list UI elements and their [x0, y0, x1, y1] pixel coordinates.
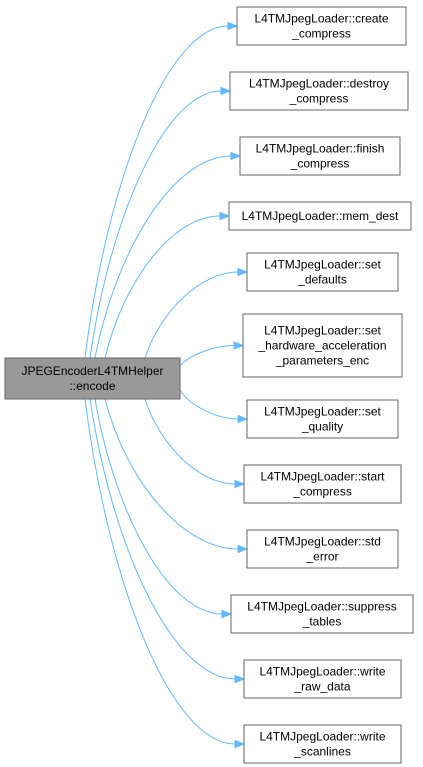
call-nodes: JPEGEncoderL4TMHelper::encodeL4TMJpegLoa…: [4, 6, 414, 764]
call-edge-5: [179, 341, 245, 367]
target-node-8[interactable]: L4TMJpegLoader::std_error: [246, 529, 399, 569]
target-node-5[interactable]: L4TMJpegLoader::set_hardware_acceleratio…: [242, 313, 403, 378]
arrowhead-icon: [233, 341, 245, 350]
target-node-7-label-line-0: L4TMJpegLoader::start: [260, 470, 385, 484]
target-node-10[interactable]: L4TMJpegLoader::write_raw_data: [243, 659, 402, 699]
call-edge-line-9: [94, 398, 223, 615]
target-node-10-label-line-1: _raw_data: [293, 680, 350, 694]
call-edge-line-2: [94, 155, 232, 359]
target-node-1-box: [229, 71, 409, 111]
call-edge-line-5: [179, 345, 235, 367]
call-edge-line-4: [144, 271, 239, 359]
call-edge-6: [179, 389, 249, 424]
call-edge-line-0: [84, 25, 229, 359]
arrowhead-icon: [221, 609, 233, 619]
target-node-0-box: [236, 6, 407, 46]
target-node-5-box: [242, 313, 403, 378]
call-edge-3: [104, 211, 231, 359]
target-node-11-label-line-0: L4TMJpegLoader::write: [259, 730, 385, 744]
target-node-4-label-line-1: _defaults: [297, 273, 347, 287]
target-node-2-label-line-1: _compress: [290, 157, 350, 171]
call-edge-line-3: [104, 215, 221, 359]
target-node-9-box: [230, 594, 414, 634]
target-node-0[interactable]: L4TMJpegLoader::create_compress: [236, 6, 407, 46]
call-edge-1: [89, 86, 232, 359]
call-edge-0: [84, 21, 239, 359]
call-edge-11: [84, 398, 246, 749]
arrowhead-icon: [234, 739, 246, 749]
target-node-9-label-line-0: L4TMJpegLoader::suppress: [247, 600, 396, 614]
target-node-11-box: [243, 724, 402, 764]
call-edge-7: [144, 398, 246, 489]
target-node-7[interactable]: L4TMJpegLoader::start_compress: [243, 464, 402, 504]
target-node-9-label-line-1: _tables: [302, 615, 342, 629]
target-node-7-box: [243, 464, 402, 504]
target-node-3-label-line-0: L4TMJpegLoader::mem_dest: [242, 209, 399, 223]
source-node[interactable]: JPEGEncoderL4TMHelper::encode: [4, 357, 181, 400]
target-node-8-label-line-1: _error: [305, 550, 338, 564]
call-edge-9: [94, 398, 233, 619]
target-node-5-label-line-0: L4TMJpegLoader::set: [264, 324, 381, 338]
target-node-11[interactable]: L4TMJpegLoader::write_scanlines: [243, 724, 402, 764]
arrowhead-icon: [237, 414, 249, 424]
call-edge-10: [89, 398, 246, 684]
arrowhead-icon: [237, 267, 249, 277]
target-node-3[interactable]: L4TMJpegLoader::mem_dest: [228, 201, 412, 231]
target-node-7-label-line-1: _compress: [292, 485, 352, 499]
call-edge-8: [104, 398, 249, 554]
source-node-box: [4, 357, 181, 400]
call-edge-line-10: [89, 398, 236, 680]
target-node-1[interactable]: L4TMJpegLoader::destroy_compress: [229, 71, 409, 111]
call-edges: [84, 21, 249, 749]
target-node-2-box: [239, 136, 401, 176]
target-node-4[interactable]: L4TMJpegLoader::set_defaults: [246, 252, 399, 292]
target-node-8-label-line-0: L4TMJpegLoader::std: [264, 535, 381, 549]
target-node-3-box: [228, 201, 412, 231]
call-edge-line-1: [89, 90, 222, 359]
arrowhead-icon: [234, 479, 246, 489]
target-node-9[interactable]: L4TMJpegLoader::suppress_tables: [230, 594, 414, 634]
target-node-10-box: [243, 659, 402, 699]
target-node-1-label-line-1: _compress: [289, 92, 349, 106]
source-node-label-line-1: ::encode: [69, 379, 115, 393]
target-node-6-label-line-0: L4TMJpegLoader::set: [264, 405, 381, 419]
target-node-0-label-line-1: _compress: [291, 27, 351, 41]
call-edge-2: [94, 151, 242, 359]
target-node-5-label-line-2: _parameters_enc: [275, 354, 369, 368]
target-node-4-label-line-0: L4TMJpegLoader::set: [264, 258, 381, 272]
arrowhead-icon: [219, 211, 231, 221]
call-edge-line-7: [144, 398, 236, 485]
arrowhead-icon: [227, 21, 239, 31]
call-edge-line-6: [179, 389, 239, 420]
target-node-4-box: [246, 252, 399, 292]
source-node-label-line-0: JPEGEncoderL4TMHelper: [21, 364, 163, 378]
target-node-6-box: [246, 399, 399, 439]
target-node-6-label-line-1: _quality: [301, 420, 343, 434]
target-node-5-label-line-1: _hardware_acceleration: [257, 339, 386, 353]
target-node-6[interactable]: L4TMJpegLoader::set_quality: [246, 399, 399, 439]
arrowhead-icon: [234, 674, 246, 684]
target-node-8-box: [246, 529, 399, 569]
arrowhead-icon: [220, 86, 232, 96]
target-node-2-label-line-0: L4TMJpegLoader::finish: [256, 142, 385, 156]
target-node-1-label-line-0: L4TMJpegLoader::destroy: [249, 77, 389, 91]
arrowhead-icon: [237, 544, 249, 554]
arrowhead-icon: [230, 151, 242, 161]
call-edge-4: [144, 267, 249, 359]
target-node-2[interactable]: L4TMJpegLoader::finish_compress: [239, 136, 401, 176]
target-node-11-label-line-1: _scanlines: [293, 745, 351, 759]
target-node-10-label-line-0: L4TMJpegLoader::write: [259, 665, 385, 679]
call-edge-line-11: [84, 398, 236, 745]
target-node-0-label-line-0: L4TMJpegLoader::create: [254, 12, 388, 26]
call-edge-line-8: [104, 398, 239, 550]
